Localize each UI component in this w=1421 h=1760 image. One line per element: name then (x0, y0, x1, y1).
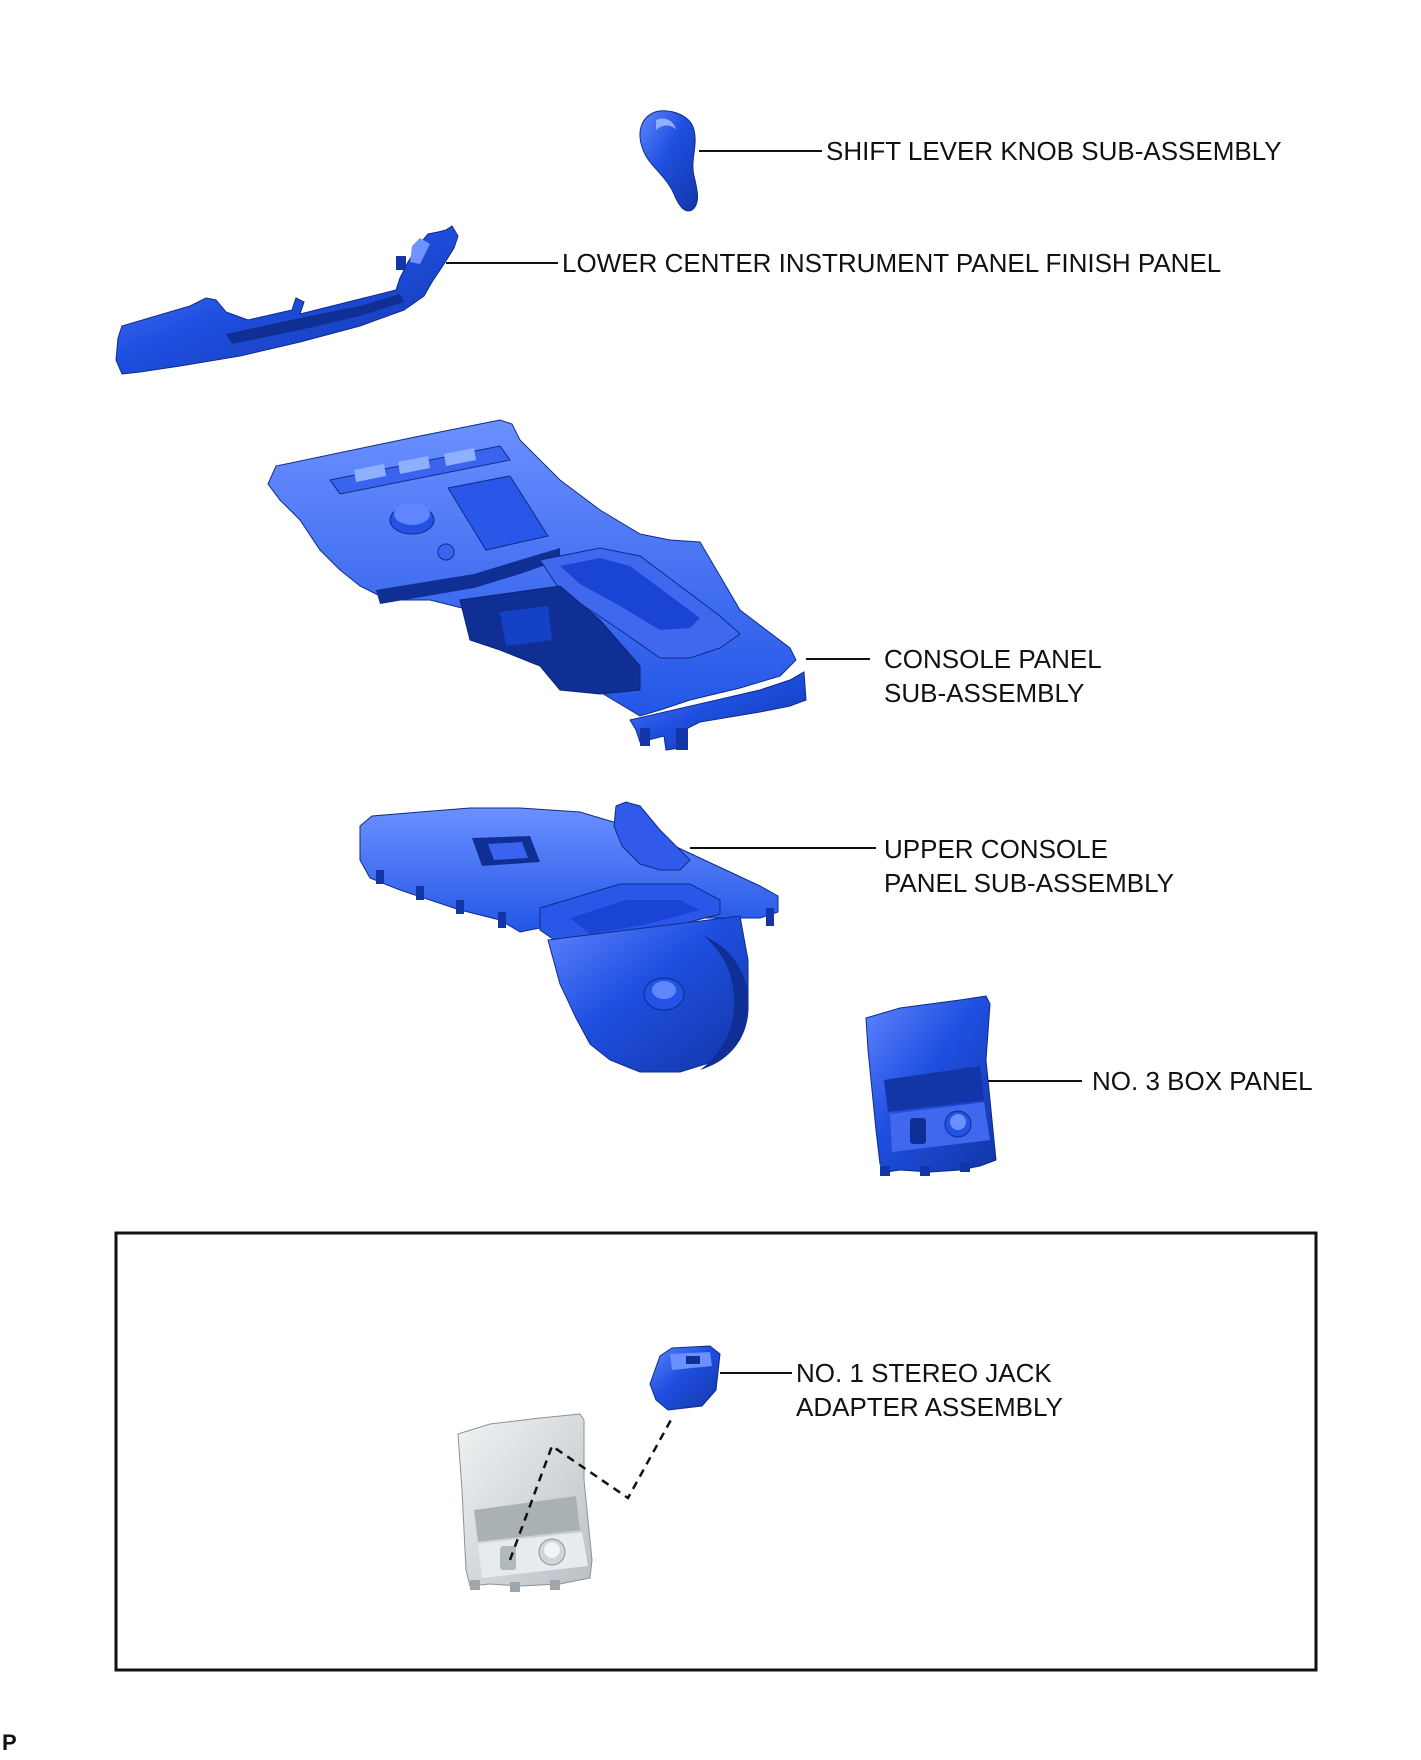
finish-panel-part (115, 225, 459, 375)
label-finish-panel: LOWER CENTER INSTRUMENT PANEL FINISH PAN… (562, 246, 1221, 280)
label-console-panel-line-1: CONSOLE PANEL (884, 644, 1102, 674)
label-box-panel: NO. 3 BOX PANEL (1092, 1064, 1313, 1098)
corner-code: P (2, 1730, 17, 1755)
label-shift-knob-text: SHIFT LEVER KNOB SUB-ASSEMBLY (826, 136, 1282, 166)
label-box-panel-text: NO. 3 BOX PANEL (1092, 1066, 1313, 1096)
label-stereo-jack-line-1: NO. 1 STEREO JACK (796, 1358, 1052, 1388)
inset-frame (114, 1231, 1318, 1672)
label-upper-console-line-2: PANEL SUB-ASSEMBLY (884, 868, 1174, 898)
label-shift-knob: SHIFT LEVER KNOB SUB-ASSEMBLY (826, 134, 1282, 168)
label-finish-panel-text: LOWER CENTER INSTRUMENT PANEL FINISH PAN… (562, 248, 1222, 278)
label-console-panel: CONSOLE PANEL SUB-ASSEMBLY (884, 642, 1102, 710)
stereo-jack-part (649, 1345, 721, 1411)
install-path-dashed (508, 1417, 674, 1561)
label-upper-console-line-1: UPPER CONSOLE (884, 834, 1108, 864)
box-panel-part (865, 995, 997, 1176)
label-console-panel-line-2: SUB-ASSEMBLY (884, 678, 1085, 708)
console-panel-part (267, 419, 807, 751)
shift-lever-knob-part (639, 110, 698, 212)
box-panel-grey-part (457, 1413, 593, 1592)
upper-console-part (359, 801, 779, 1073)
label-stereo-jack: NO. 1 STEREO JACK ADAPTER ASSEMBLY (796, 1356, 1063, 1424)
label-upper-console: UPPER CONSOLE PANEL SUB-ASSEMBLY (884, 832, 1174, 900)
label-stereo-jack-line-2: ADAPTER ASSEMBLY (796, 1392, 1063, 1422)
